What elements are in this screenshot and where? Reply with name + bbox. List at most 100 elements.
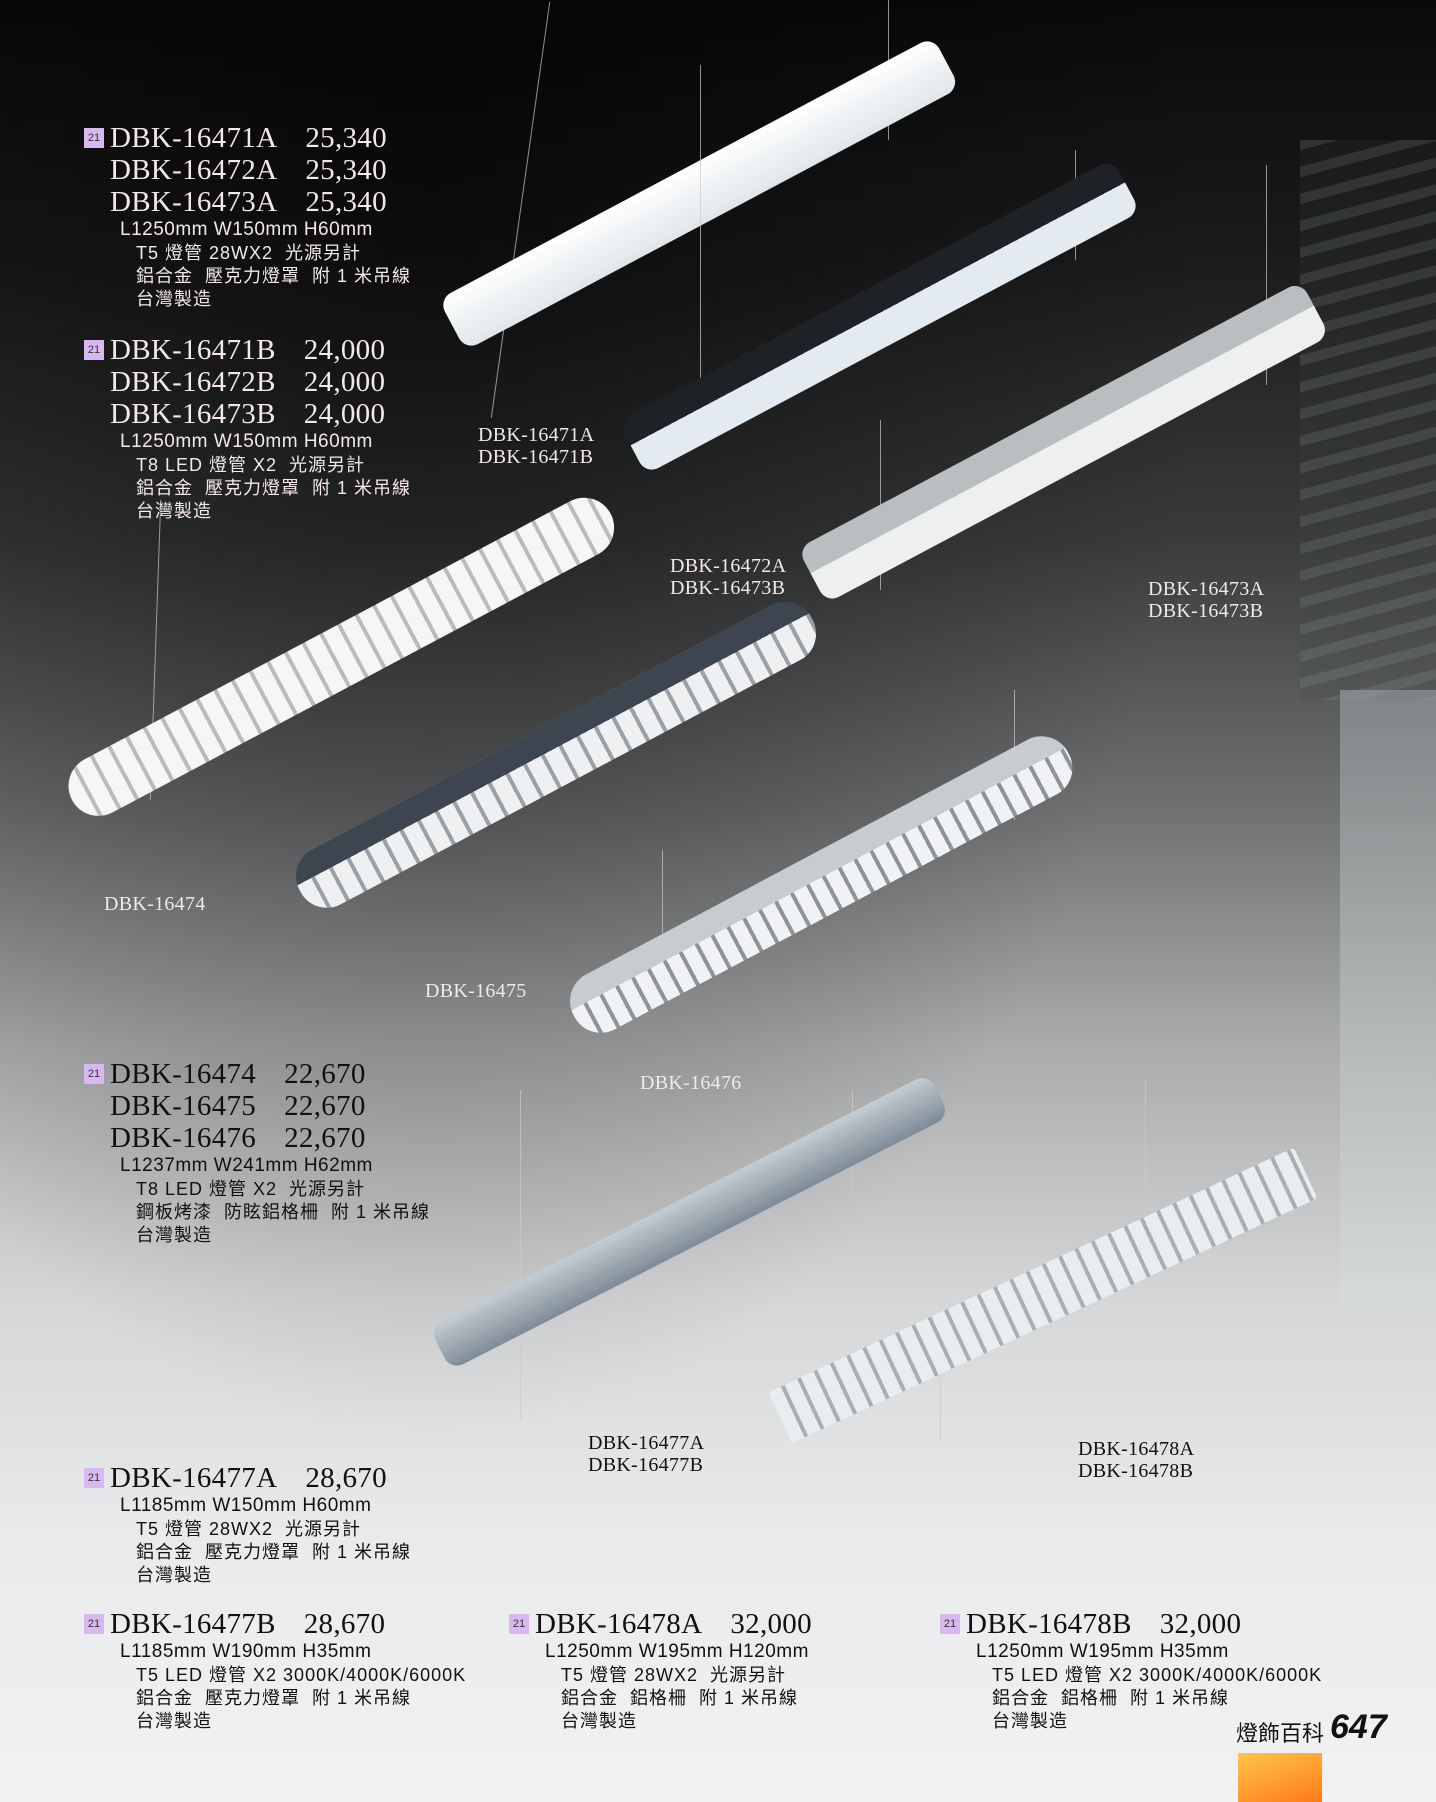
model-row: DBK-16474 22,670 (110, 1058, 430, 1090)
spec-line: T5 LED 燈管 X2 3000K/4000K/6000K (136, 1665, 467, 1685)
image-label: DBK-16473A DBK-16473B (1148, 578, 1265, 622)
dimensions: L1250mm W195mm H35mm (976, 1641, 1229, 1662)
model-price: 22,670 (284, 1090, 366, 1122)
image-label: DBK-16471A DBK-16471B (478, 424, 595, 468)
spec-line: 鋁合金 壓克力燈罩 附 1 米吊線 (136, 478, 412, 498)
spec-line: T5 燈管 28WX2 光源另計 (136, 243, 362, 263)
window-blinds-background (1300, 140, 1436, 700)
model-row: DBK-16472B 24,000 (110, 366, 411, 398)
model-code: DBK-16471B (110, 334, 276, 366)
product-group-a-series: 21 DBK-16471A 25,340 DBK-16472A 25,340 DBK… (84, 122, 412, 311)
model-code: DBK-16475 (110, 1090, 257, 1122)
image-label: DBK-16472A DBK-16473B (670, 555, 787, 599)
spec-line: T8 LED 燈管 X2 光源另計 (136, 455, 366, 475)
spec-line: 台灣製造 (136, 1711, 212, 1731)
model-price: 28,670 (305, 1462, 387, 1494)
fixture-image-16477 (429, 1073, 950, 1371)
model-code: DBK-16471A (110, 122, 278, 154)
spec-line: T5 燈管 28WX2 光源另計 (136, 1519, 362, 1539)
suspension-wire (520, 1090, 521, 1420)
model-code: DBK-16473A (110, 186, 278, 218)
product-group-16477a: 21 DBK-16477A 28,670 L1185mm W150mm H60mm… (84, 1462, 412, 1587)
fixture-image-16478 (768, 1147, 1318, 1444)
spec-line: 台灣製造 (136, 289, 212, 309)
category-badge: 21 (940, 1614, 960, 1634)
model-row: DBK-16477A 28,670 (110, 1462, 411, 1494)
spec-line: 鋁合金 鋁格柵 附 1 米吊線 (561, 1688, 799, 1708)
page-number: 647 (1330, 1708, 1387, 1746)
suspension-wire (1145, 1080, 1146, 1280)
model-price: 24,000 (303, 366, 386, 398)
spec-line: T8 LED 燈管 X2 光源另計 (136, 1179, 366, 1199)
spec-line: T5 LED 燈管 X2 3000K/4000K/6000K (992, 1665, 1323, 1685)
model-code: DBK-16477B (110, 1608, 276, 1640)
product-group-16474-16476: 21 DBK-16474 22,670 DBK-16475 22,670 DBK-1… (84, 1058, 431, 1247)
suspension-wire (700, 65, 701, 445)
product-group-16478b: 21 DBK-16478B 32,000 L1250mm W195mm H35mm… (940, 1608, 1323, 1733)
spec-line: 台灣製造 (992, 1711, 1068, 1731)
image-label: DBK-16477A DBK-16477B (588, 1432, 705, 1476)
model-row: DBK-16478A 32,000 (535, 1608, 812, 1640)
model-price: 32,000 (1159, 1608, 1242, 1640)
spec-line: 鋁合金 壓克力燈罩 附 1 米吊線 (136, 1542, 412, 1562)
spec-line: 鋁合金 壓克力燈罩 附 1 米吊線 (136, 266, 412, 286)
image-label: DBK-16476 (640, 1072, 742, 1094)
model-price: 28,670 (303, 1608, 386, 1640)
category-badge: 21 (84, 1614, 104, 1634)
model-code: DBK-16476 (110, 1122, 257, 1154)
model-price: 25,340 (305, 122, 387, 154)
model-row: DBK-16472A 25,340 (110, 154, 411, 186)
model-code: DBK-16477A (110, 1462, 278, 1494)
dimensions: L1250mm W150mm H60mm (120, 431, 373, 452)
spec-line: 台灣製造 (136, 1565, 212, 1585)
spec-line: 台灣製造 (136, 1225, 212, 1245)
product-group-16477b: 21 DBK-16477B 28,670 L1185mm W190mm H35mm… (84, 1608, 467, 1733)
product-group-b-series: 21 DBK-16471B 24,000 DBK-16472B 24,000 DBK… (84, 334, 412, 523)
dimensions: L1237mm W241mm H62mm (120, 1155, 373, 1176)
model-code: DBK-16472B (110, 366, 276, 398)
model-row: DBK-16475 22,670 (110, 1090, 430, 1122)
fixture-image-16476 (559, 725, 1084, 1044)
window-background (1340, 690, 1436, 1310)
model-price: 22,670 (284, 1122, 366, 1154)
category-badge: 21 (84, 128, 104, 148)
dimensions: L1250mm W150mm H60mm (120, 219, 373, 240)
model-code: DBK-16478B (966, 1608, 1132, 1640)
dimensions: L1250mm W195mm H120mm (545, 1641, 809, 1662)
category-badge: 21 (84, 1468, 104, 1488)
category-badge: 21 (84, 1064, 104, 1084)
model-price: 22,670 (284, 1058, 366, 1090)
category-badge: 21 (509, 1614, 529, 1634)
dimensions: L1185mm W190mm H35mm (120, 1641, 372, 1662)
model-row: DBK-16476 22,670 (110, 1122, 430, 1154)
image-label: DBK-16475 (425, 980, 527, 1002)
category-badge: 21 (84, 340, 104, 360)
section-tab-marker (1238, 1753, 1322, 1802)
dimensions: L1185mm W150mm H60mm (120, 1495, 372, 1516)
spec-line: T5 燈管 28WX2 光源另計 (561, 1665, 787, 1685)
image-label: DBK-16474 (104, 893, 206, 915)
model-row: DBK-16473B 24,000 (110, 398, 411, 430)
suspension-wire (490, 1, 551, 419)
suspension-wire (1266, 165, 1267, 385)
model-price: 24,000 (303, 398, 386, 430)
model-code: DBK-16478A (535, 1608, 703, 1640)
model-row: DBK-16471B 24,000 (110, 334, 411, 366)
spec-line: 台灣製造 (561, 1711, 637, 1731)
model-price: 32,000 (730, 1608, 812, 1640)
model-row: DBK-16478B 32,000 (966, 1608, 1322, 1640)
spec-line: 台灣製造 (136, 501, 212, 521)
model-code: DBK-16472A (110, 154, 278, 186)
model-code: DBK-16474 (110, 1058, 257, 1090)
section-title: 燈飾百科 (1236, 1721, 1325, 1746)
spec-line: 鋁合金 鋁格柵 附 1 米吊線 (992, 1688, 1230, 1708)
spec-line: 鋼板烤漆 防眩鋁格柵 附 1 米吊線 (136, 1202, 431, 1222)
model-row: DBK-16473A 25,340 (110, 186, 411, 218)
model-price: 25,340 (305, 154, 387, 186)
model-row: DBK-16477B 28,670 (110, 1608, 466, 1640)
model-price: 24,000 (303, 334, 386, 366)
model-code: DBK-16473B (110, 398, 276, 430)
suspension-wire (662, 850, 663, 980)
model-price: 25,340 (305, 186, 387, 218)
